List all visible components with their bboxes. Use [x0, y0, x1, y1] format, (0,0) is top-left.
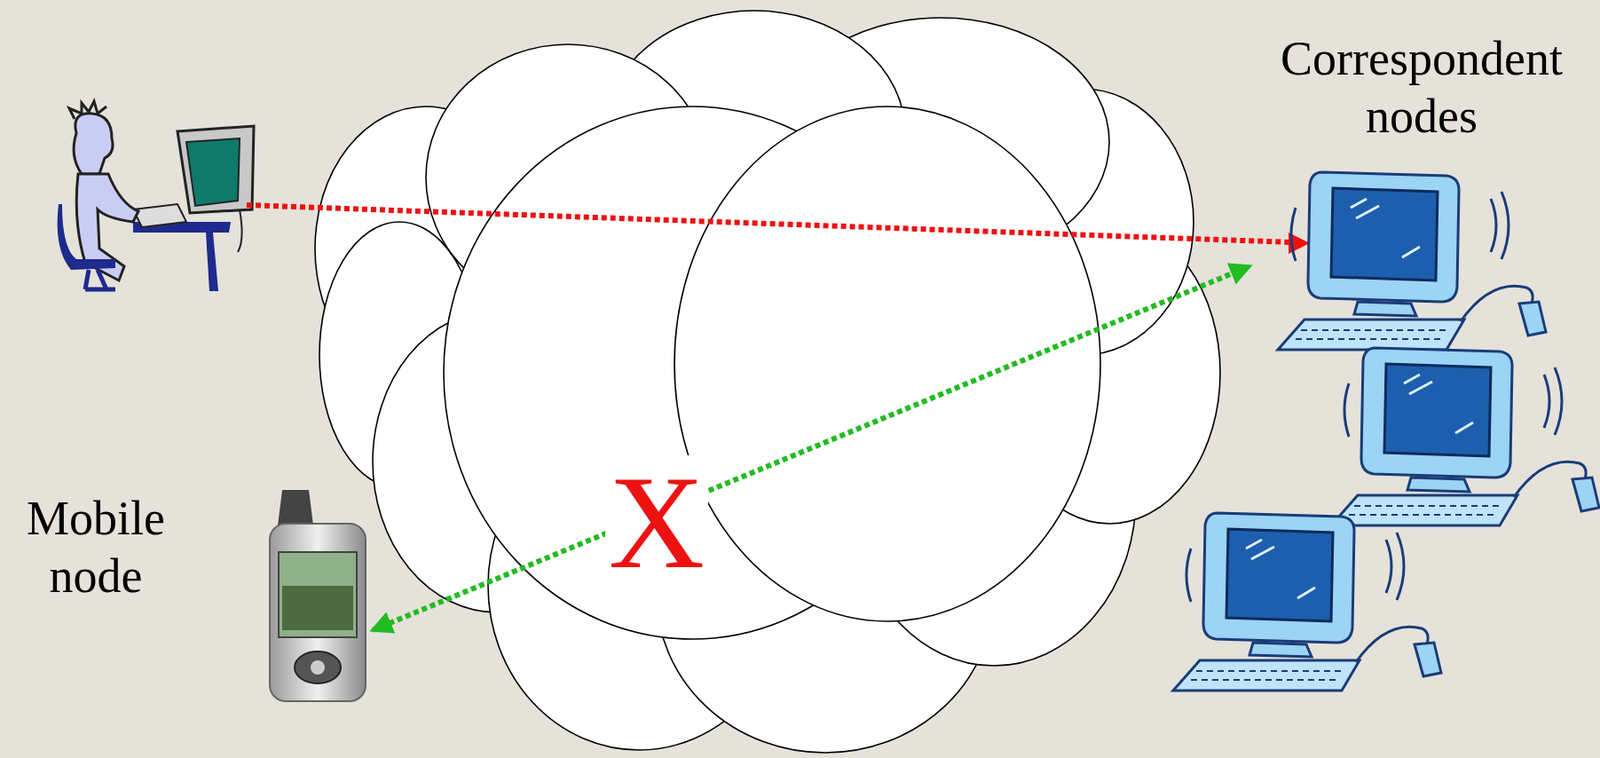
labelled-figure: Mobile node [5, 479, 373, 710]
node-label: Mobile node [8, 489, 183, 606]
phone-symbol [269, 489, 366, 702]
cross-mark-label: X [605, 455, 709, 589]
labelled-figure: Correspondent nodes [1249, 24, 1594, 693]
node-label: Correspondent nodes [1253, 30, 1591, 146]
traffic-arrow [246, 204, 1293, 243]
user-workstation [57, 101, 254, 292]
dotted-connector [372, 266, 1250, 631]
